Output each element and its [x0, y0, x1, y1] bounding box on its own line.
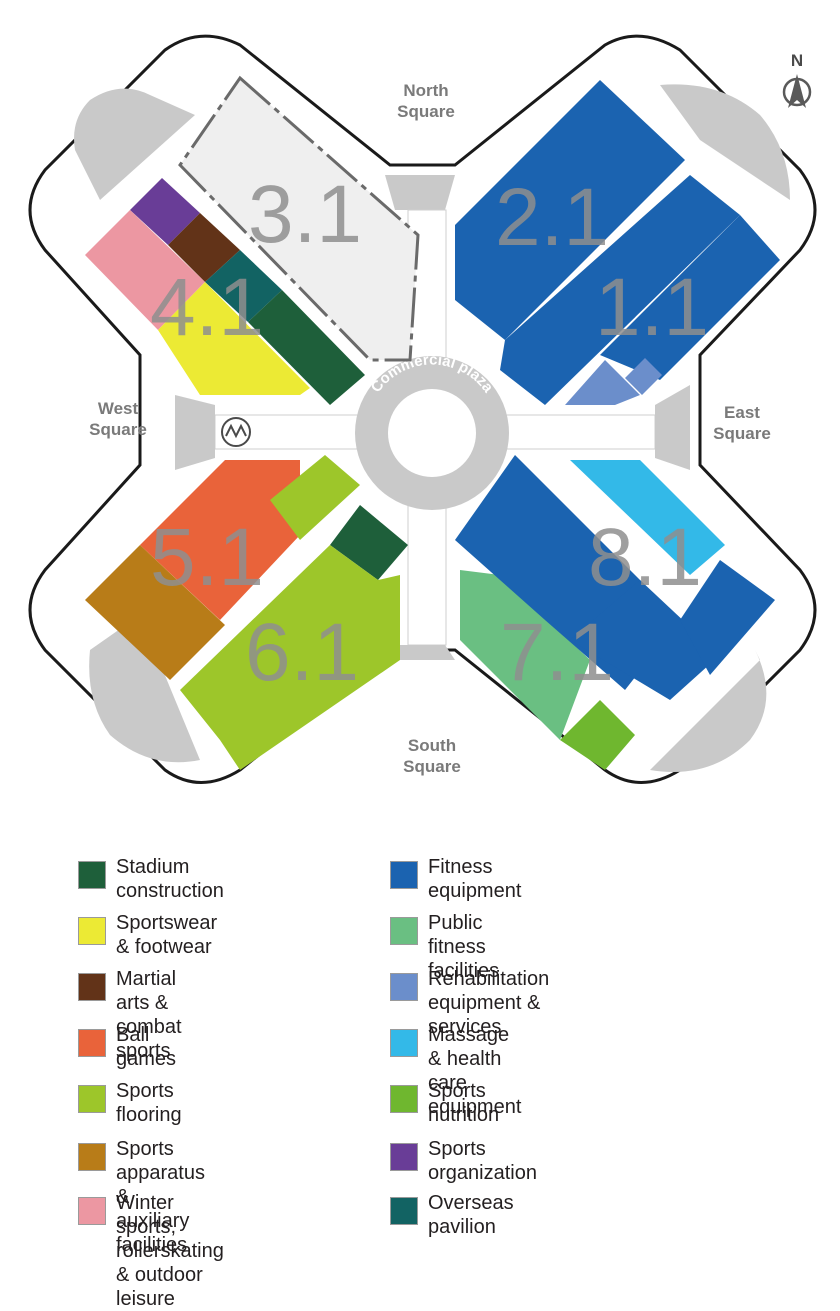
legend-label: Sports nutrition	[428, 1080, 500, 1126]
hall-1-1-2-1-area	[455, 80, 780, 405]
legend-label: Stadium construction	[116, 856, 224, 902]
hall-4-1-area	[85, 178, 365, 405]
venue-map: Commercial plaza	[28, 34, 817, 784]
hall-number-8-1: 8.1	[588, 512, 702, 603]
legend-label: Overseas pavilion	[428, 1192, 514, 1238]
zone-winter	[85, 210, 205, 330]
legend-swatch	[390, 917, 418, 945]
zone-public	[460, 570, 590, 740]
legend-swatch	[78, 973, 106, 1001]
zone-organization	[130, 178, 200, 245]
legend-item-right: Overseas pavilion	[390, 1191, 514, 1239]
zone-sportswear	[158, 282, 310, 395]
metro-icon	[221, 417, 251, 447]
legend-item-right: Rehabilitation equipment & services	[390, 967, 549, 1039]
outer-corners	[74, 84, 790, 772]
legend-label: Rehabilitation equipment & services	[428, 968, 550, 1038]
zone-massage	[570, 460, 725, 575]
zone-stadium-nw	[248, 290, 365, 405]
legend-label: Sports apparatus & auxiliary facilities	[116, 1138, 205, 1256]
legend-swatch	[390, 861, 418, 889]
zone-flooring-a	[270, 455, 360, 540]
legend-swatch	[78, 861, 106, 889]
west-square-line1: West	[98, 399, 139, 418]
east-square-line1: East	[724, 403, 760, 422]
zone-rehab-a	[565, 360, 640, 405]
hall-number-4-1: 4.1	[150, 262, 264, 353]
hall-5-1-6-1-area	[85, 455, 408, 770]
legend-label: Sportswear & footwear	[116, 912, 218, 958]
zone-fitness-se-c	[680, 560, 775, 675]
zone-fitness-ne-c	[600, 215, 780, 380]
hall-7-1-8-1-area	[455, 455, 775, 770]
legend-label: Winter sports, rollerskating & outdoor l…	[116, 1192, 224, 1310]
legend-item-right: Sports organization	[390, 1137, 537, 1185]
zone-martial	[168, 213, 240, 282]
south-square-line2: Square	[403, 757, 461, 776]
legend-item-left: Ball games	[78, 1023, 176, 1071]
legend-label: Sports organization	[428, 1138, 537, 1184]
legend-swatch	[390, 1085, 418, 1113]
legend-item-left: Sports flooring	[78, 1079, 182, 1127]
legend-item-right: Fitness equipment	[390, 855, 521, 903]
legend-swatch	[390, 1143, 418, 1171]
zone-apparatus	[85, 545, 225, 680]
zone-fitness-se-b	[570, 580, 720, 700]
zone-nutrition	[560, 700, 635, 770]
legend-swatch	[78, 1143, 106, 1171]
east-square-line2: Square	[713, 424, 771, 443]
hall-number-3-1: 3.1	[248, 169, 362, 260]
legend-item-left: Winter sports, rollerskating & outdoor l…	[78, 1191, 224, 1311]
legend-label: Sports flooring	[116, 1080, 182, 1126]
legend-label: Fitness equipment	[428, 856, 522, 902]
zone-flooring-b	[180, 545, 400, 770]
zone-overseas	[205, 250, 282, 322]
hall-number-6-1: 6.1	[245, 607, 359, 698]
zone-rehab-b	[625, 358, 662, 395]
legend-swatch	[390, 1197, 418, 1225]
hall-number-2-1: 2.1	[495, 172, 609, 263]
commercial-plaza-center	[388, 389, 476, 477]
legend-swatch	[390, 973, 418, 1001]
north-square-line2: Square	[397, 102, 455, 121]
legend-swatch	[390, 1029, 418, 1057]
legend-item-right: Public fitness facilities	[390, 911, 499, 983]
legend-swatch	[78, 917, 106, 945]
legend-swatch	[78, 1085, 106, 1113]
hall-number-1-1: 1.1	[595, 262, 709, 353]
hall-number-7-1: 7.1	[500, 607, 614, 698]
north-compass-icon: N	[782, 51, 812, 108]
legend-label: Ball games	[116, 1024, 177, 1070]
legend-item-left: Stadium construction	[78, 855, 224, 903]
legend-label: Martial arts & combat sports	[116, 968, 182, 1062]
zone-stadium-sw	[330, 505, 408, 580]
south-square-line1: South	[408, 736, 456, 755]
zone-fitness-ne-a	[455, 80, 685, 340]
legend-label: Massage & health care equipment	[428, 1024, 522, 1118]
west-square-line2: Square	[89, 420, 147, 439]
hall-number-5-1: 5.1	[150, 512, 264, 603]
legend-item-right: Sports nutrition	[390, 1079, 499, 1127]
zone-fitness-ne-b	[500, 175, 740, 405]
legend-swatch	[78, 1197, 106, 1225]
legend-swatch	[78, 1029, 106, 1057]
zone-ballgames	[140, 460, 300, 620]
compass-label: N	[791, 51, 803, 70]
legend-item-right: Massage & health care equipment	[390, 1023, 521, 1119]
legend-item-left: Sportswear & footwear	[78, 911, 217, 959]
north-square-line1: North	[403, 81, 448, 100]
legend-item-left: Sports apparatus & auxiliary facilities	[78, 1137, 205, 1257]
legend-label: Public fitness facilities	[428, 912, 500, 982]
legend-item-left: Martial arts & combat sports	[78, 967, 182, 1063]
hall-3-1-area	[178, 75, 420, 362]
